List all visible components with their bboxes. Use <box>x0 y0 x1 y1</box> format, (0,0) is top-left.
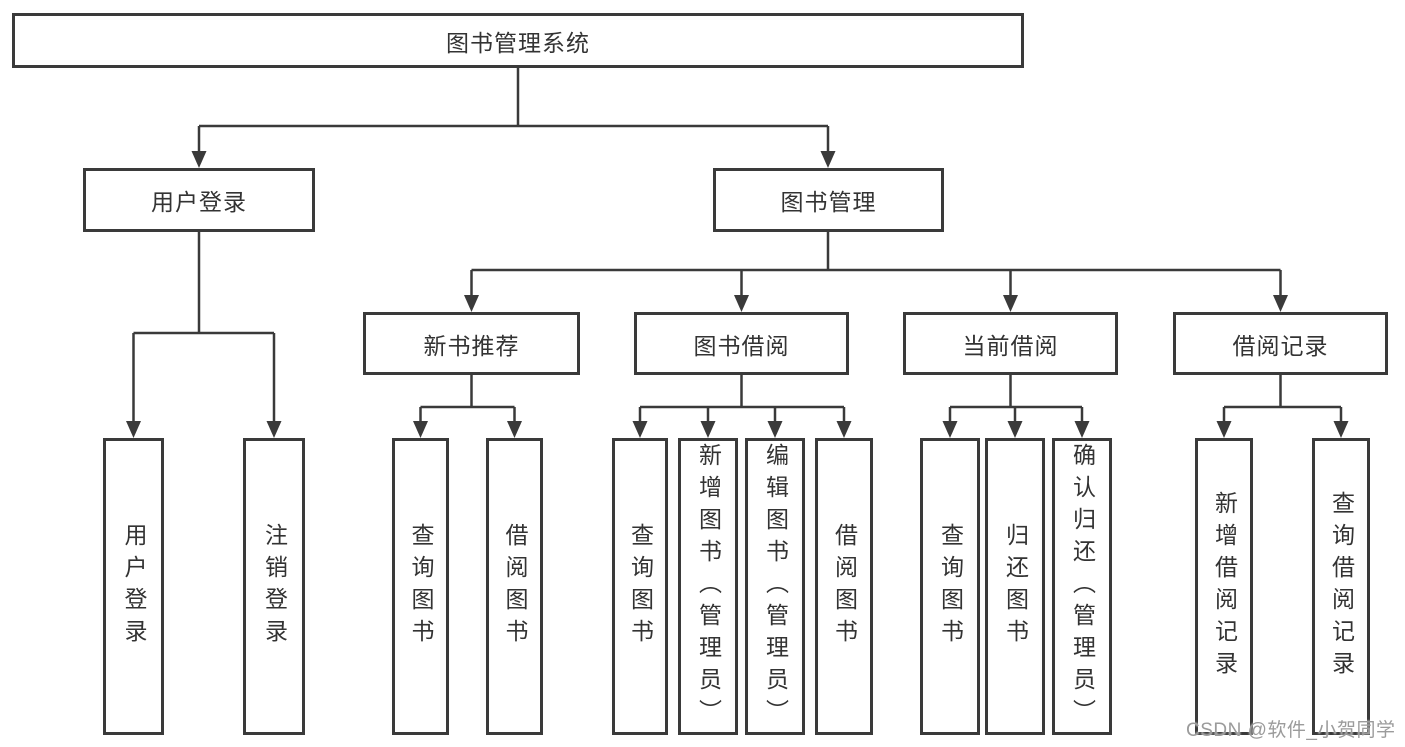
leaf-borrow-books: 借阅图书 <box>815 438 873 735</box>
node-label: 确认归还（管理员） <box>1069 442 1096 731</box>
arrowhead-down-icon <box>734 295 749 312</box>
connector-book-borrow-children <box>638 375 846 423</box>
node-label: 借阅记录 <box>1232 332 1329 359</box>
connector-user-login-children <box>132 232 276 423</box>
arrowhead-down-icon <box>1273 295 1288 312</box>
connector-new-book-children <box>419 375 516 423</box>
node-label: 当前借阅 <box>962 332 1059 359</box>
leaf-query-borrow-record: 查询借阅记录 <box>1312 438 1370 735</box>
node-label: 查询图书 <box>408 522 434 651</box>
node-label: 新增借阅记录 <box>1211 490 1238 683</box>
node-label: 新增图书（管理员） <box>695 442 722 731</box>
arrowhead-down-icon <box>126 421 141 438</box>
node-label: 查询图书 <box>937 522 964 651</box>
arrowhead-down-icon <box>1074 421 1090 438</box>
node-label: 新书推荐 <box>423 332 520 359</box>
arrowhead-down-icon <box>413 421 428 438</box>
arrowhead-down-icon <box>836 421 852 438</box>
leaf-add-borrow-record: 新增借阅记录 <box>1195 438 1253 735</box>
node-current-borrowing: 当前借阅 <box>903 312 1118 375</box>
arrowhead-down-icon <box>464 295 479 312</box>
node-label: 查询图书 <box>627 522 654 651</box>
leaf-borrow-books-recommend: 借阅图书 <box>486 438 543 735</box>
arrowhead-down-icon <box>507 421 522 438</box>
leaf-query-books-borrow: 查询图书 <box>612 438 668 735</box>
arrowhead-down-icon <box>1333 421 1349 438</box>
node-book-management: 图书管理 <box>713 168 944 232</box>
leaf-query-books-current: 查询图书 <box>920 438 980 735</box>
arrowhead-down-icon <box>1007 421 1023 438</box>
arrowhead-down-icon <box>942 421 958 438</box>
node-label: 查询借阅记录 <box>1328 490 1355 683</box>
arrowhead-down-icon <box>266 421 282 438</box>
node-book-borrowing: 图书借阅 <box>634 312 849 375</box>
node-label: 图书借阅 <box>693 332 790 359</box>
arrowhead-down-icon <box>1003 295 1018 312</box>
node-label: 归还图书 <box>1002 522 1029 651</box>
leaf-add-books-admin: 新增图书（管理员） <box>678 438 738 735</box>
connector-book-management-to-modules <box>470 232 1282 297</box>
node-label: 图书管理 <box>780 189 877 215</box>
leaf-logout-login: 注销登录 <box>243 438 305 735</box>
leaf-return-books: 归还图书 <box>985 438 1045 735</box>
watermark: CSDN @软件_小贺同学 <box>1186 720 1396 741</box>
leaf-query-books-recommend: 查询图书 <box>392 438 449 735</box>
node-library-management-system: 图书管理系统 <box>12 13 1024 68</box>
node-label: 用户登录 <box>151 189 247 215</box>
arrowhead-down-icon <box>820 151 836 168</box>
arrowhead-down-icon <box>632 421 648 438</box>
arrowhead-down-icon <box>191 151 207 168</box>
connector-current-borrow-children <box>948 375 1084 423</box>
arrowheads <box>126 151 1349 438</box>
leaf-edit-books-admin: 编辑图书（管理员） <box>745 438 805 735</box>
arrowhead-down-icon <box>700 421 716 438</box>
node-label: 注销登录 <box>261 522 288 651</box>
leaf-confirm-return-admin: 确认归还（管理员） <box>1052 438 1112 735</box>
arrowhead-down-icon <box>1216 421 1232 438</box>
node-label: 图书管理系统 <box>446 29 590 56</box>
node-label: 借阅图书 <box>831 522 858 651</box>
node-new-book-recommendation: 新书推荐 <box>363 312 580 375</box>
node-borrowing-records: 借阅记录 <box>1173 312 1388 375</box>
connector-root-to-level2 <box>197 68 830 153</box>
node-user-login: 用户登录 <box>83 168 315 232</box>
leaf-user-login: 用户登录 <box>103 438 164 735</box>
node-label: 借阅图书 <box>502 522 528 651</box>
connector-borrow-records-children <box>1222 375 1343 423</box>
arrowhead-down-icon <box>767 421 783 438</box>
node-label: 编辑图书（管理员） <box>762 442 789 731</box>
node-label: 用户登录 <box>121 522 147 651</box>
